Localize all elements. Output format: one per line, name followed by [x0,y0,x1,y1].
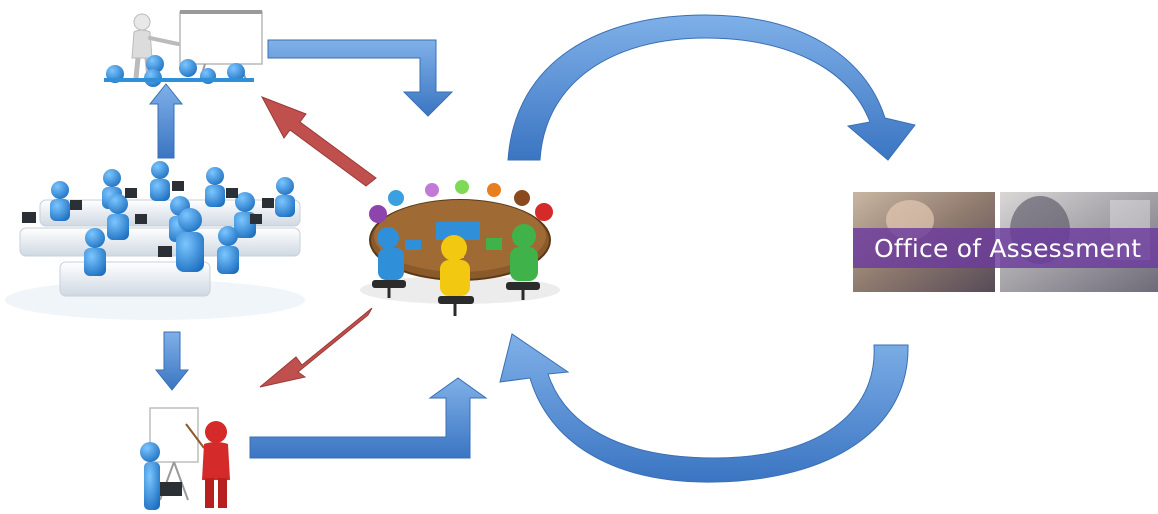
office-photo-banner: Office of Assessment [853,192,1158,292]
office-of-assessment-label: Office of Assessment [874,234,1141,263]
arc-arrow-meeting-to-office [507,14,916,161]
classroom-of-learners-icon [5,161,305,320]
arrow-presenter-to-meeting [249,377,488,459]
presenter-at-board-icon [104,10,263,87]
red-arrow-meeting-to-presenter [259,307,373,388]
arc-arrow-office-to-meeting [499,333,909,483]
arrow-classroom-to-board [148,83,184,159]
team-meeting-puzzle-icon [360,180,560,316]
red-presenter-icon [140,407,230,510]
arrow-board-to-meeting [267,39,454,117]
red-arrow-meeting-to-board [260,96,377,187]
arrow-classroom-to-presenter [154,331,190,391]
